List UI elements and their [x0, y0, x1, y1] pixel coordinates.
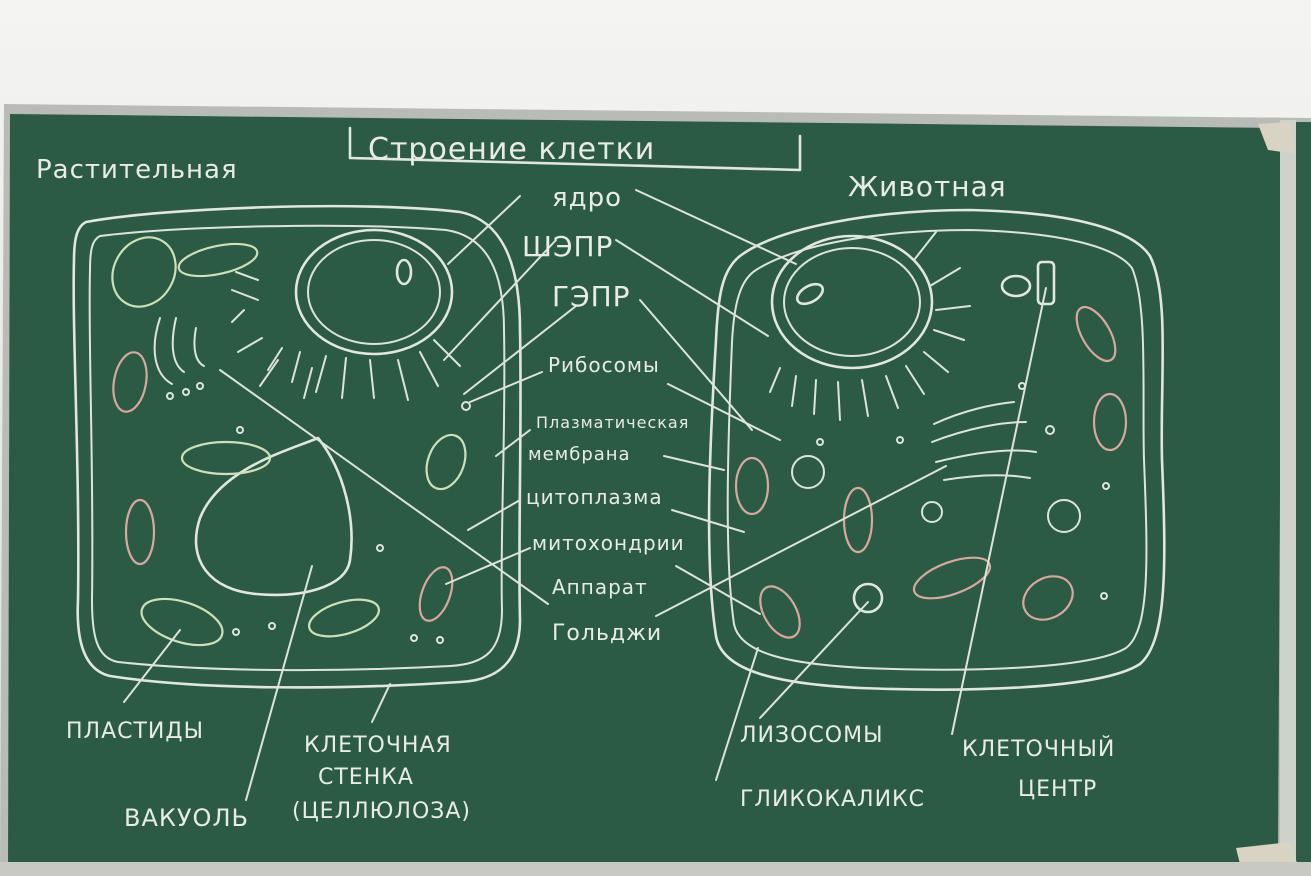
- animal-mitochondrion: [912, 556, 992, 600]
- corner-bracket-top: [1258, 122, 1296, 154]
- plant-plastid: [111, 236, 177, 308]
- plant-cell-wall-outer: [72, 204, 522, 689]
- plant-plastid: [308, 598, 380, 638]
- animal-ribosome: [816, 438, 824, 446]
- label-smooth-er: ГЭПР: [552, 280, 631, 313]
- plant-er: [231, 271, 461, 401]
- animal-cell-membrane-inner: [726, 229, 1148, 671]
- plant-ribosome: [461, 401, 471, 411]
- plant-nucleus: [294, 228, 454, 356]
- plant-ribosome: [436, 636, 444, 644]
- animal-mitochondrion: [1022, 575, 1074, 621]
- animal-ribosome: [896, 436, 904, 444]
- animal-ribosome: [1100, 592, 1108, 600]
- animal-cell-drawing: [707, 208, 1166, 691]
- label-cell-wall-2: СТЕНКА: [318, 765, 414, 790]
- heading-animal: Животная: [848, 170, 1007, 203]
- animal-mitochondrion: [1075, 305, 1117, 363]
- animal-centriole: [1036, 260, 1056, 306]
- board-bottom-rail: [0, 862, 1311, 876]
- animal-er: [769, 231, 971, 421]
- label-pointers: [123, 189, 1047, 801]
- plant-golgi: [153, 317, 205, 385]
- label-nucleus: ядро: [552, 183, 622, 213]
- plant-ribosome: [236, 426, 244, 434]
- animal-mitochondrion: [842, 486, 874, 554]
- title-frame: [348, 126, 802, 172]
- plant-plastid: [180, 440, 272, 476]
- plant-plastid: [140, 597, 224, 647]
- board-side-panel: [1296, 122, 1311, 870]
- animal-nucleolus: [795, 282, 825, 306]
- label-golgi-2: Гольджи: [552, 621, 662, 646]
- plant-plastid: [425, 433, 467, 491]
- plant-mitochondrion: [124, 498, 156, 566]
- plant-vacuole: [194, 436, 353, 597]
- label-rough-er: ШЭПР: [522, 230, 613, 263]
- plant-ribosome: [166, 392, 174, 400]
- plant-nucleolus: [395, 258, 413, 286]
- plant-ribosome: [182, 388, 190, 396]
- label-golgi-1: Аппарат: [552, 575, 648, 599]
- animal-lysosome: [852, 582, 884, 614]
- label-plastids: ПЛАСТИДЫ: [66, 719, 204, 744]
- animal-ribosome: [1045, 425, 1055, 435]
- animal-vesicle: [1047, 499, 1081, 533]
- animal-vesicle: [791, 455, 825, 489]
- label-cell-centre-2: ЦЕНТР: [1018, 777, 1097, 802]
- board-right-rail: [1280, 120, 1296, 870]
- plant-mitochondrion: [112, 351, 148, 413]
- plant-cell-drawing: [72, 204, 522, 689]
- animal-ribosome: [1102, 482, 1110, 490]
- animal-mitochondrion: [759, 585, 801, 639]
- heading-plant: Растительная: [36, 155, 238, 185]
- label-cell-wall-3: (ЦЕЛЛЮЛОЗА): [292, 799, 471, 824]
- label-mitochondria: митохондрии: [532, 531, 685, 555]
- plant-ribosome: [268, 622, 276, 630]
- label-membrane-2: мембрана: [528, 444, 631, 465]
- plant-ribosome: [410, 634, 418, 642]
- label-lysosomes: ЛИЗОСОМЫ: [740, 723, 884, 748]
- label-cell-wall-1: КЛЕТОЧНАЯ: [304, 733, 452, 758]
- label-vacuole: ВАКУОЛЬ: [124, 804, 249, 832]
- plant-mitochondrion: [418, 566, 454, 622]
- label-cell-centre-1: КЛЕТОЧНЫЙ: [962, 736, 1115, 762]
- plant-cell-wall-inner: [88, 224, 506, 672]
- plant-ribosome: [196, 382, 204, 390]
- label-membrane-1: Плазматическая: [536, 413, 689, 432]
- animal-nucleus-inner: [783, 247, 921, 357]
- plant-ribosome: [232, 628, 240, 636]
- animal-centriole: [1000, 274, 1032, 298]
- animal-vesicle: [921, 501, 943, 523]
- plant-nucleus-inner: [307, 239, 441, 345]
- animal-cell-membrane-outer: [707, 208, 1166, 691]
- animal-mitochondrion: [1092, 392, 1128, 452]
- plant-ribosome: [376, 544, 384, 552]
- label-glycocalyx: ГЛИКОКАЛИКС: [740, 787, 925, 812]
- label-ribosomes: Рибосомы: [548, 353, 660, 377]
- board-title: Строение клетки: [368, 132, 655, 167]
- animal-mitochondrion: [734, 456, 770, 516]
- plant-plastid: [177, 242, 259, 278]
- label-cytoplasm: цитоплазма: [526, 485, 663, 509]
- animal-nucleus: [770, 234, 934, 370]
- animal-golgi: [931, 401, 1037, 481]
